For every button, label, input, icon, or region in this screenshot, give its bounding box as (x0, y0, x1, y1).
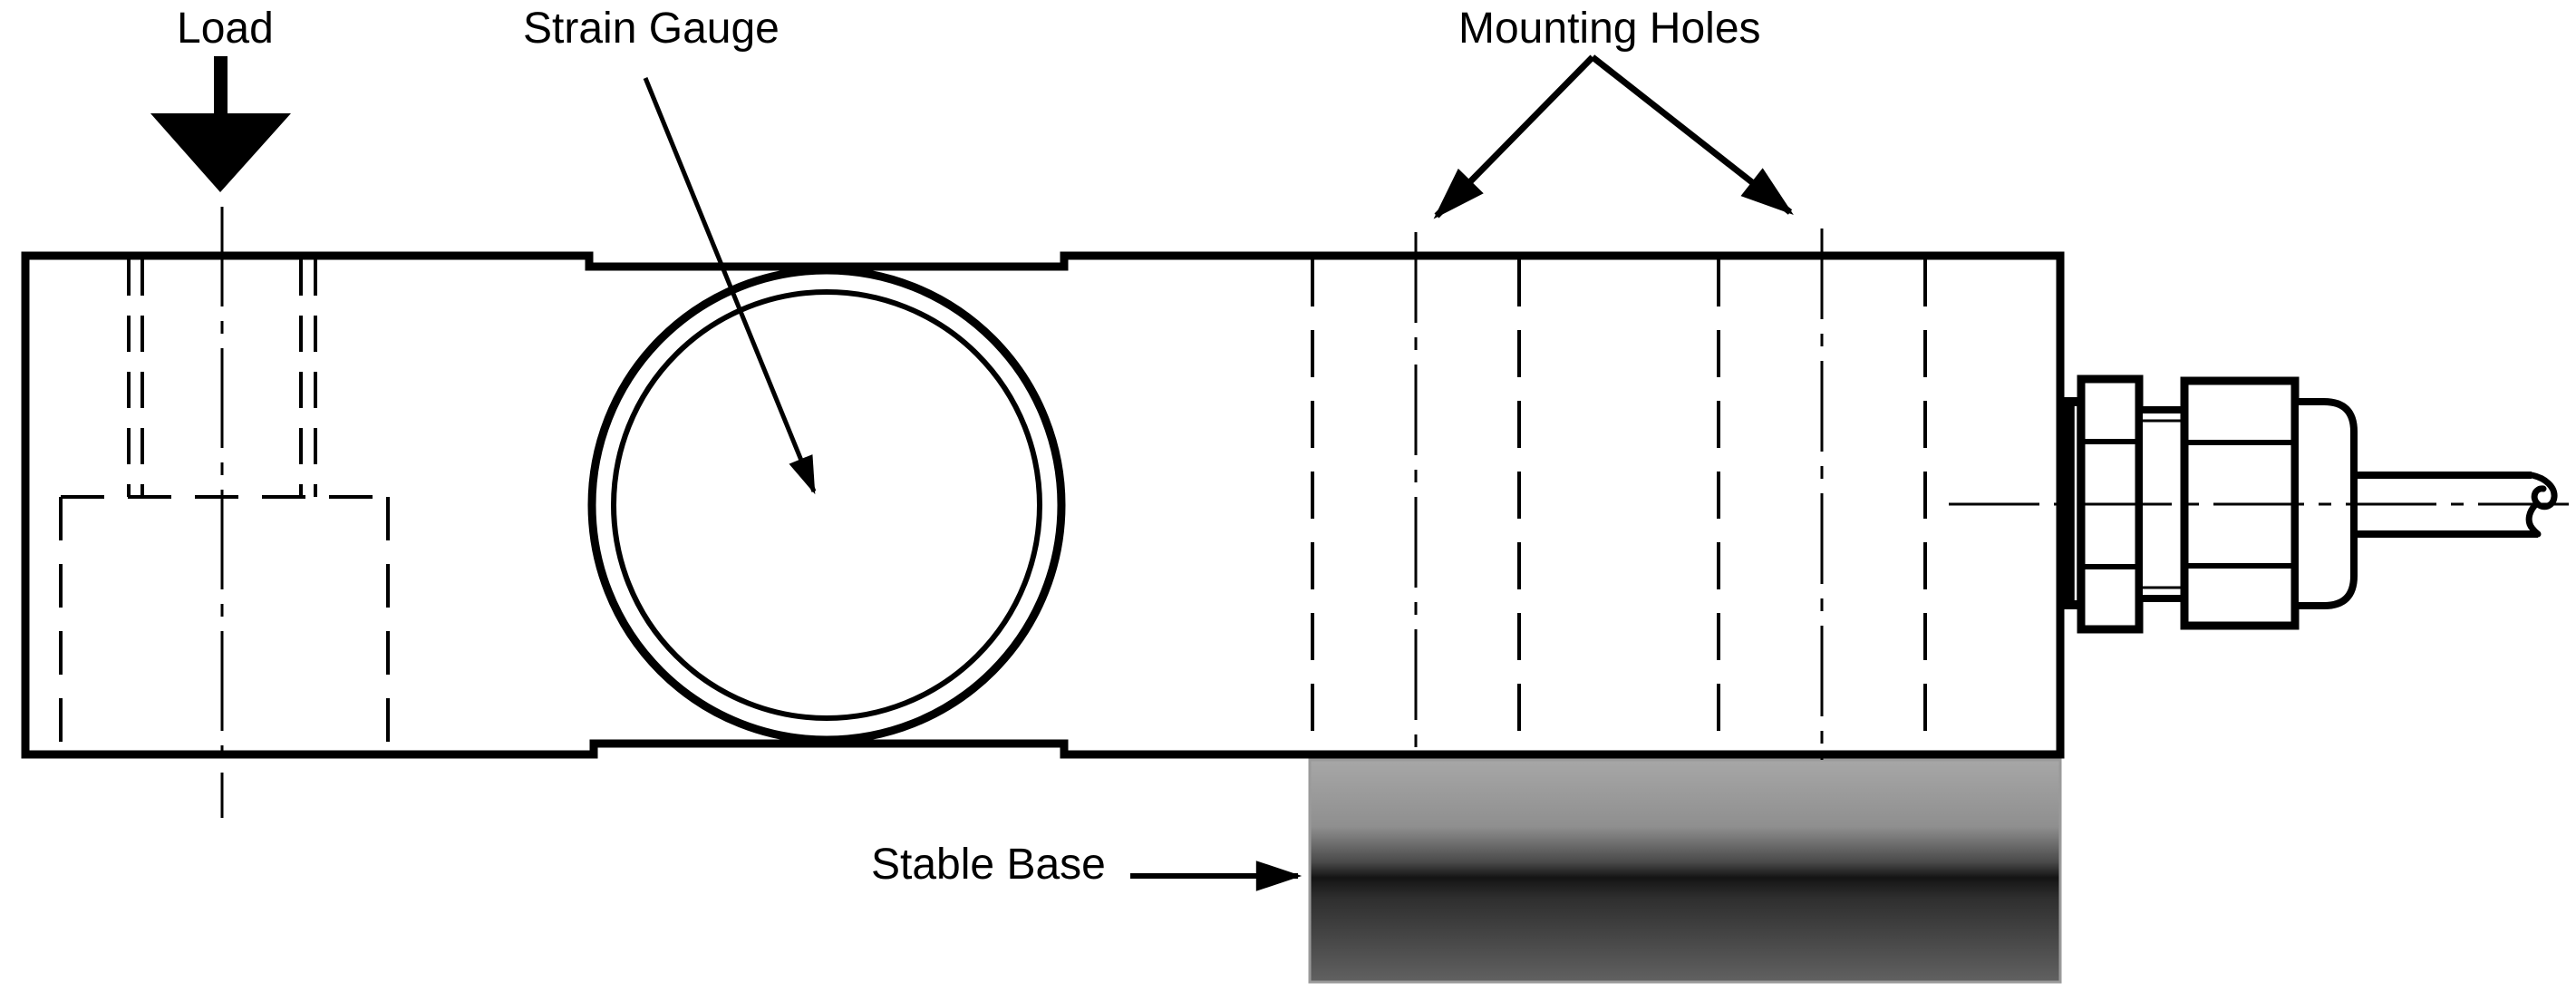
strain-gauge-label: Strain Gauge (523, 5, 780, 53)
mounting-hole-centerlines (1414, 229, 1824, 760)
load-arrow (150, 56, 291, 192)
leader-lines (643, 54, 1794, 891)
stable-base (1308, 758, 2062, 984)
mounting-hole-hidden-lines (1311, 259, 1927, 751)
mounting-holes-label: Mounting Holes (1458, 5, 1761, 53)
load-arrow-shaft (214, 56, 228, 116)
load-cell-body (21, 251, 2065, 759)
load-arrow-head (150, 113, 291, 192)
strain-gauge-hole-inner-circle (611, 289, 1042, 721)
stable-base-label: Stable Base (871, 841, 1106, 889)
strain-gauge-leader (643, 77, 817, 495)
strain-gauge-hole-outer-circle (587, 266, 1066, 744)
body-outline (21, 251, 2065, 759)
mounting-holes-leader-right (1590, 54, 1794, 216)
cable-break (2525, 472, 2558, 538)
mounting-holes-leader-left (1433, 54, 1595, 219)
load-label: Load (177, 5, 274, 53)
load-hole-hidden-lines (127, 259, 317, 497)
load-pocket-hidden-lines (59, 495, 390, 751)
